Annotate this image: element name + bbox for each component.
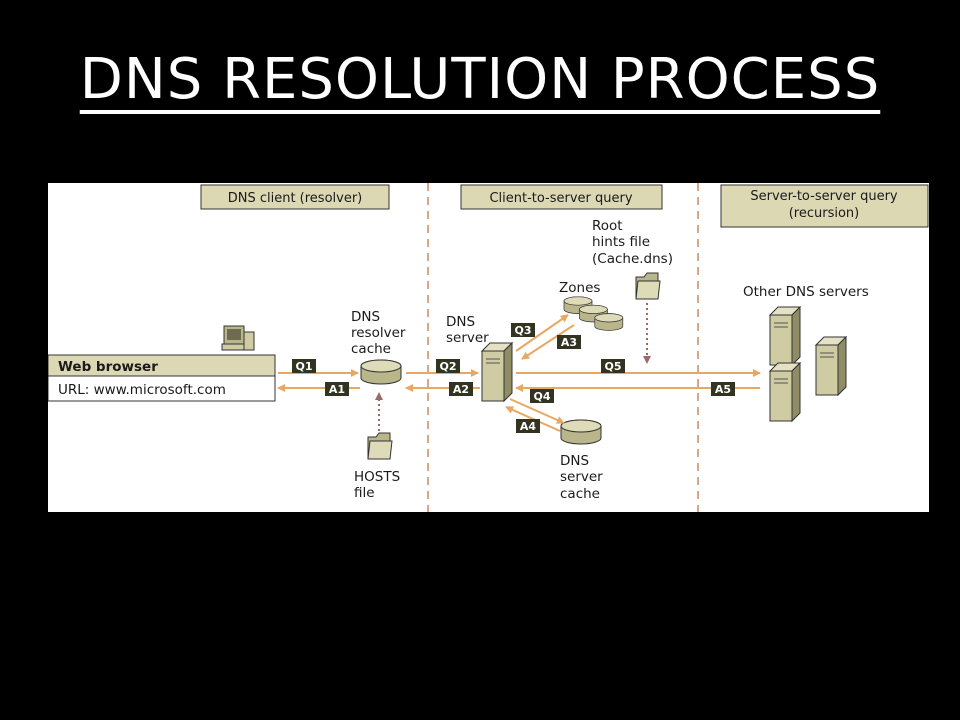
tag-q4: Q4 (530, 389, 554, 403)
tag-q2: Q2 (436, 359, 460, 373)
a3-arrow (521, 324, 575, 360)
root-hints-label: Root hints file (Cache.dns) (592, 218, 673, 267)
svg-text:Server-to-server query: Server-to-server query (750, 189, 898, 204)
svg-text:Q2: Q2 (439, 360, 456, 373)
zones-label: Zones (559, 280, 600, 296)
svg-text:(recursion): (recursion) (789, 206, 860, 221)
svg-text:URL: www.microsoft.com: URL: www.microsoft.com (58, 382, 226, 398)
svg-text:file: file (354, 485, 375, 501)
dns-server-label: DNS server (446, 314, 489, 346)
section-header-client: DNS client (resolver) (200, 184, 390, 210)
tag-q3: Q3 (511, 323, 535, 337)
svg-text:cache: cache (560, 486, 600, 502)
q3-arrow (515, 314, 569, 352)
svg-text:A3: A3 (561, 336, 577, 349)
other-dns-servers-label: Other DNS servers (743, 284, 869, 300)
svg-text:HOSTS: HOSTS (354, 469, 400, 485)
other-server-tower-icon-3 (769, 362, 801, 422)
svg-text:A1: A1 (329, 383, 345, 396)
root-hints-folder-icon (635, 272, 661, 300)
resolver-cache-label: DNS resolver cache (351, 309, 406, 357)
q4-arrow (509, 398, 565, 424)
dns-server-cache-database-icon (560, 419, 602, 445)
svg-text:Q3: Q3 (514, 324, 531, 337)
svg-text:Web browser: Web browser (58, 359, 158, 375)
svg-text:resolver: resolver (351, 325, 406, 341)
svg-text:DNS client (resolver): DNS client (resolver) (228, 191, 363, 206)
other-server-tower-icon-1 (769, 306, 801, 366)
svg-text:Client-to-server query: Client-to-server query (489, 191, 632, 206)
hosts-file-label: HOSTS file (354, 469, 400, 501)
tag-q5: Q5 (601, 359, 625, 373)
section-header-server: Server-to-server query (recursion) (720, 184, 929, 228)
svg-text:Q4: Q4 (533, 390, 550, 403)
tag-a2: A2 (449, 382, 473, 396)
svg-text:hints file: hints file (592, 234, 650, 250)
svg-text:(Cache.dns): (Cache.dns) (592, 251, 673, 267)
computer-icon (221, 325, 255, 351)
svg-text:server: server (446, 330, 489, 346)
tag-a3: A3 (557, 335, 581, 349)
web-browser-box: Web browser URL: www.microsoft.com (48, 354, 276, 402)
svg-text:A4: A4 (520, 420, 537, 433)
svg-text:Q5: Q5 (604, 360, 621, 373)
tag-a5: A5 (711, 382, 735, 396)
dns-diagram: DNS client (resolver) Client-to-server q… (48, 183, 929, 512)
tag-a1: A1 (325, 382, 349, 396)
section-header-query: Client-to-server query (460, 184, 663, 210)
tag-q1: Q1 (292, 359, 316, 373)
other-server-tower-icon-2 (815, 336, 847, 396)
svg-text:DNS: DNS (351, 309, 380, 325)
tag-a4: A4 (516, 419, 540, 433)
svg-text:server: server (560, 469, 603, 485)
svg-text:DNS: DNS (446, 314, 475, 330)
svg-text:cache: cache (351, 341, 391, 357)
svg-text:Q1: Q1 (295, 360, 312, 373)
svg-text:DNS: DNS (560, 453, 589, 469)
svg-text:Root: Root (592, 218, 623, 234)
hosts-file-folder-icon (367, 432, 393, 460)
dns-server-cache-label: DNS server cache (560, 453, 603, 502)
svg-text:A2: A2 (453, 383, 469, 396)
slide-title: DNS RESOLUTION PROCESS (79, 47, 881, 112)
svg-text:A5: A5 (715, 383, 731, 396)
dns-server-tower-icon (481, 342, 513, 402)
resolver-cache-database-icon (360, 359, 402, 385)
